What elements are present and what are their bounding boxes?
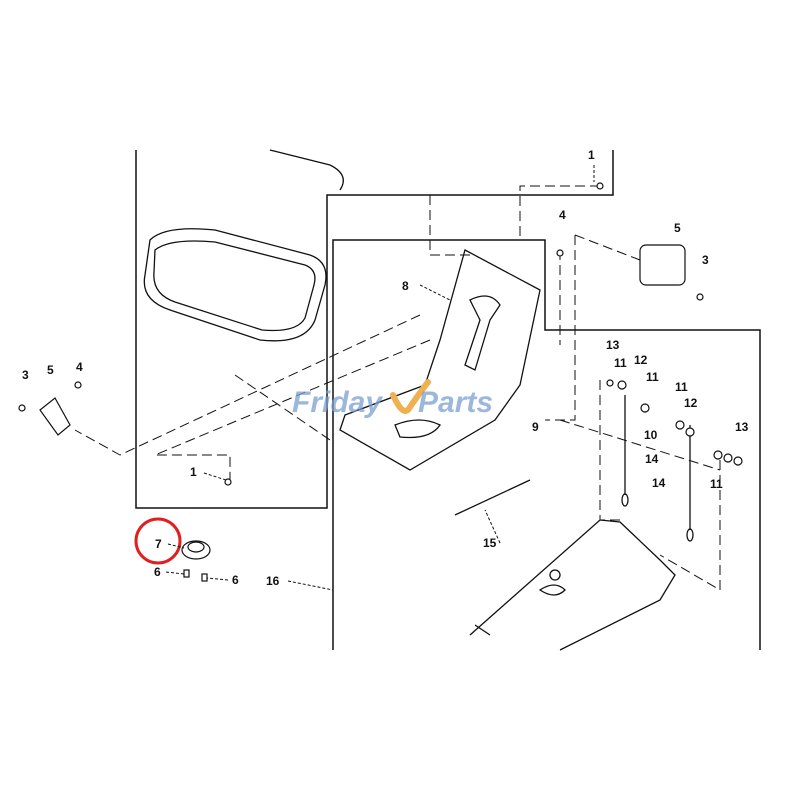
callout-1[interactable]: 1	[190, 465, 197, 479]
callout-7[interactable]: 7	[155, 537, 162, 551]
callout-13[interactable]: 13	[606, 338, 620, 352]
callout-12[interactable]: 12	[684, 396, 698, 410]
frame-mount	[469, 519, 676, 651]
callout-leaders	[165, 165, 595, 591]
callout-16[interactable]: 16	[266, 574, 280, 588]
callout-14[interactable]: 14	[652, 476, 666, 490]
leader-dashes	[74, 185, 721, 591]
callout-3[interactable]: 3	[702, 253, 709, 267]
seat-bracket	[339, 249, 541, 471]
highlight-circle	[134, 517, 182, 565]
small-parts	[18, 182, 743, 582]
watermark-right: Parts	[418, 386, 493, 419]
seat-switch-part	[639, 244, 686, 286]
callout-6[interactable]: 6	[232, 573, 239, 587]
callout-4[interactable]: 4	[76, 360, 83, 374]
callout-15[interactable]: 15	[483, 536, 497, 550]
callouts: 1 4 5 3 8 13 11 12 11 11 12 10 13 11 14 …	[22, 148, 749, 588]
callout-11[interactable]: 11	[646, 370, 659, 384]
seat	[143, 149, 344, 342]
cables	[454, 395, 694, 542]
callout-9[interactable]: 9	[532, 420, 539, 434]
callout-4[interactable]: 4	[559, 208, 566, 222]
watermark: Friday Parts	[292, 379, 493, 419]
callout-3[interactable]: 3	[22, 368, 29, 382]
callout-8[interactable]: 8	[402, 279, 409, 293]
callout-11[interactable]: 11	[710, 477, 723, 491]
callout-5[interactable]: 5	[47, 363, 54, 377]
callout-10[interactable]: 10	[644, 428, 658, 442]
frame-lines	[135, 150, 761, 650]
callout-1[interactable]: 1	[588, 148, 595, 162]
callout-13[interactable]: 13	[735, 420, 749, 434]
callout-11[interactable]: 11	[675, 380, 688, 394]
watermark-check-icon	[390, 379, 431, 414]
watermark-left: Friday	[292, 386, 383, 419]
callout-12[interactable]: 12	[634, 353, 648, 367]
callout-6[interactable]: 6	[154, 565, 161, 579]
callout-5[interactable]: 5	[674, 221, 681, 235]
seat-belt-part	[39, 397, 71, 436]
callout-11[interactable]: 11	[614, 356, 627, 370]
callout-14[interactable]: 14	[645, 452, 659, 466]
